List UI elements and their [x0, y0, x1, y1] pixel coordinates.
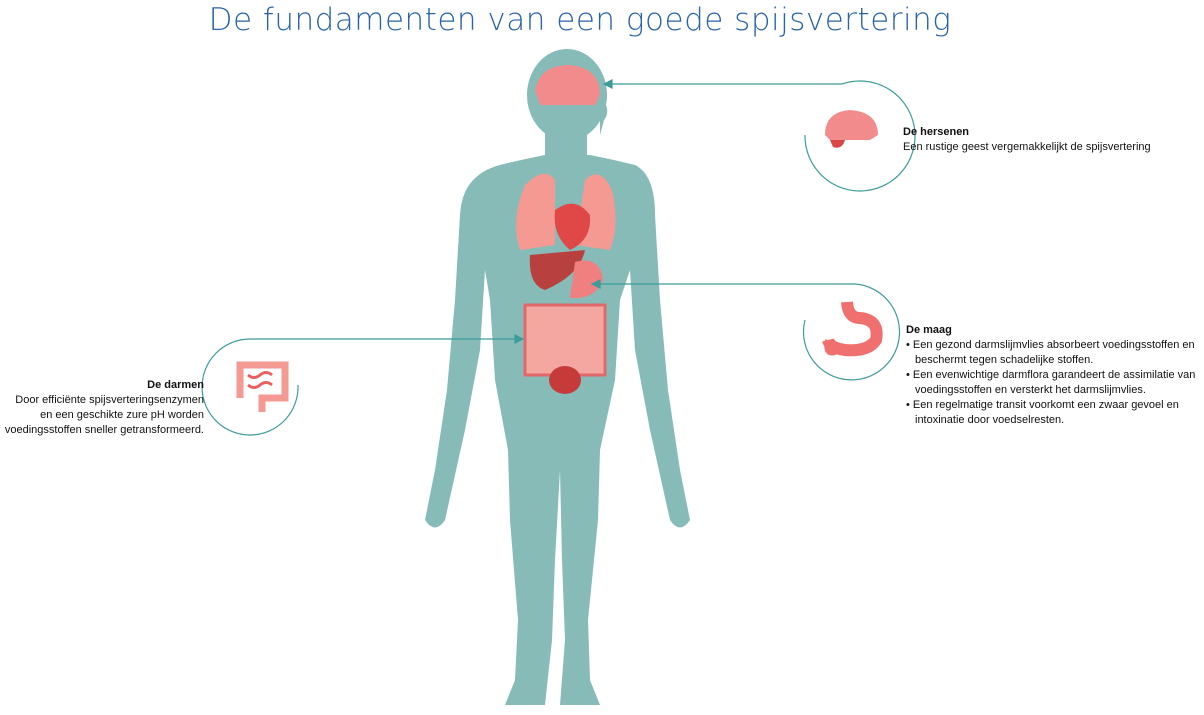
liver-organ: [529, 250, 585, 290]
heart-organ: [554, 203, 591, 250]
lungs-organ: [516, 173, 616, 250]
brain-callout: De hersenen Een rustige geest vergemakke…: [903, 125, 1151, 155]
intestines-organ: [523, 303, 607, 377]
intestines-heading: De darmen: [147, 379, 204, 391]
stomach-bullet: Een evenwichtige darmflora garandeert de…: [906, 368, 1204, 398]
intestines-text: Door efficiënte spijsverteringsenzymen e…: [4, 394, 204, 436]
stomach-organ: [570, 260, 603, 299]
brain-text: Een rustige geest vergemakkelijkt de spi…: [903, 141, 1151, 153]
intestines-callout: De darmen Door efficiënte spijsvertering…: [2, 378, 204, 438]
intestines-icon: [236, 361, 289, 412]
connector-lines: [201, 79, 916, 436]
page-title: De fundamenten van een goede spijsverter…: [208, 2, 952, 38]
bladder-organ: [549, 366, 581, 394]
stomach-callout: De maag Een gezond darmslijmvlies absorb…: [906, 323, 1204, 428]
stomach-heading: De maag: [906, 324, 952, 336]
stomach-bullet: Een gezond darmslijmvlies absorbeert voe…: [906, 338, 1204, 368]
brain-heading: De hersenen: [903, 126, 970, 138]
organs: [516, 65, 616, 394]
stomach-icon: [822, 301, 883, 357]
brain-icon: [825, 110, 878, 148]
stomach-bullet: Een regelmatige transit voorkomt een zwa…: [906, 398, 1204, 428]
brain-organ: [535, 65, 600, 105]
